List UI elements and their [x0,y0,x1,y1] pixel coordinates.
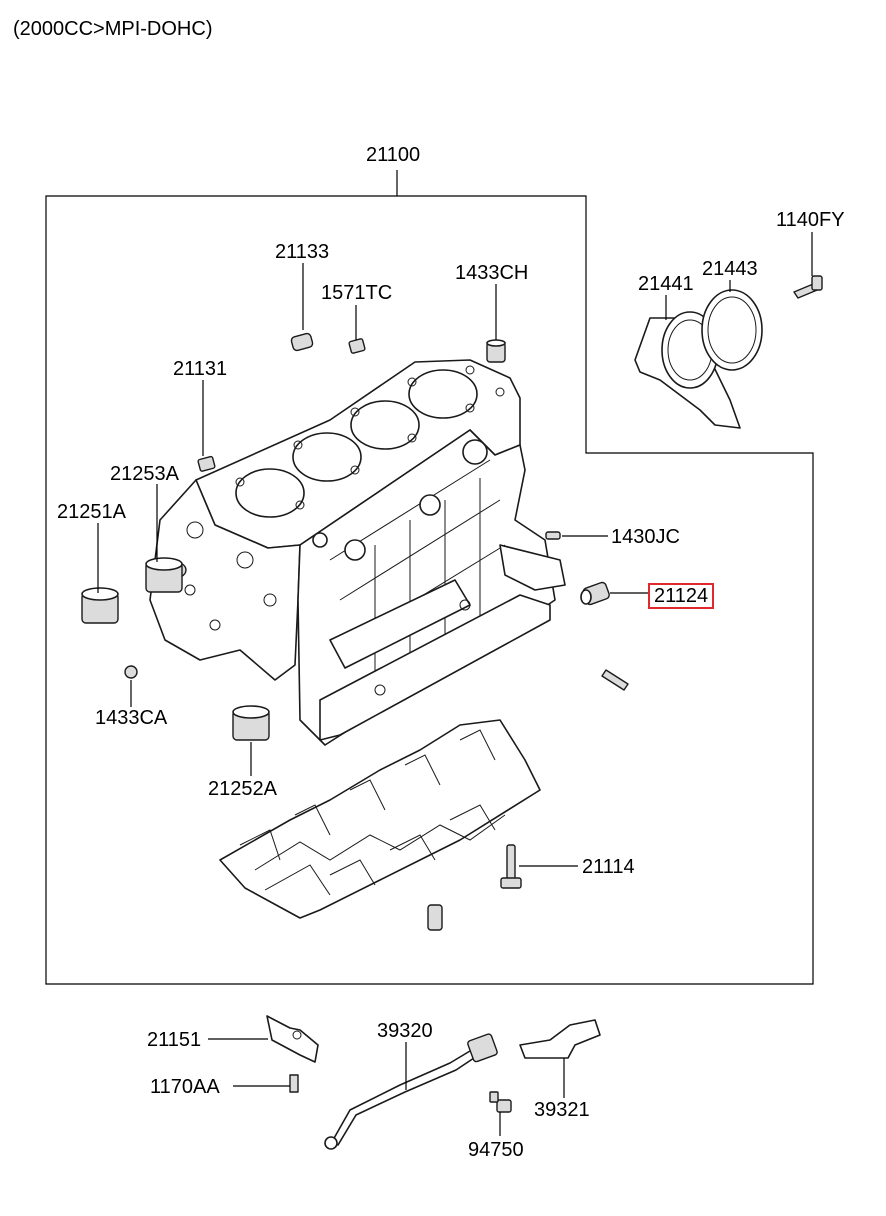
page-title: (2000CC>MPI-DOHC) [13,18,213,40]
part-label-1571TC[interactable]: 1571TC [321,282,393,304]
bushing-21251A [81,587,119,624]
part-label-21133[interactable]: 21133 [275,241,330,263]
plug-1433CA [124,665,138,679]
part-label-21251A[interactable]: 21251A [57,501,126,523]
part-label-1170AA[interactable]: 1170AA [150,1076,220,1098]
part-label-1433CA[interactable]: 1433CA [95,707,168,729]
bolt-small [601,669,629,691]
part-label-21131[interactable]: 21131 [173,358,228,380]
part-label-21252A[interactable]: 21252A [208,778,277,800]
cylinder-block-drawing [149,359,566,746]
part-label-21124-highlighted[interactable]: 21124 [648,583,715,609]
plug-21131 [197,455,216,472]
part-label-21441[interactable]: 21441 [638,273,694,295]
part-label-21114[interactable]: 21114 [582,856,635,878]
oil-seal-case-drawing [634,289,763,429]
dowel-pin [427,904,443,931]
part-label-21443[interactable]: 21443 [702,258,758,280]
part-label-1430JC[interactable]: 1430JC [611,526,680,548]
plug-21133 [290,332,314,352]
bearing-cap-frame-drawing [219,719,541,919]
plug-1571TC [348,338,366,354]
sensor-21151-drawing [266,1015,319,1093]
part-label-21151[interactable]: 21151 [147,1029,202,1051]
harness-39320-drawing [324,1033,498,1150]
bolt-94750 [489,1091,512,1113]
bolt-1140FY [793,275,823,299]
pin-1430JC [545,531,561,540]
bracket-39321-drawing [519,1019,601,1059]
part-label-39320[interactable]: 39320 [377,1020,433,1042]
plug-1433CH [486,339,506,363]
sleeve-21124 [580,581,610,606]
part-label-94750[interactable]: 94750 [468,1139,524,1161]
part-label-21100[interactable]: 21100 [366,144,421,166]
bushing-21252A [232,705,270,741]
bolt-21114 [500,844,522,889]
assembly-outline [45,195,814,985]
part-label-1140FY[interactable]: 1140FY [776,209,845,231]
bushing-21253A [145,557,183,593]
part-label-1433CH[interactable]: 1433CH [455,262,529,284]
part-label-21253A[interactable]: 21253A [110,463,179,485]
part-label-39321[interactable]: 39321 [534,1099,590,1121]
